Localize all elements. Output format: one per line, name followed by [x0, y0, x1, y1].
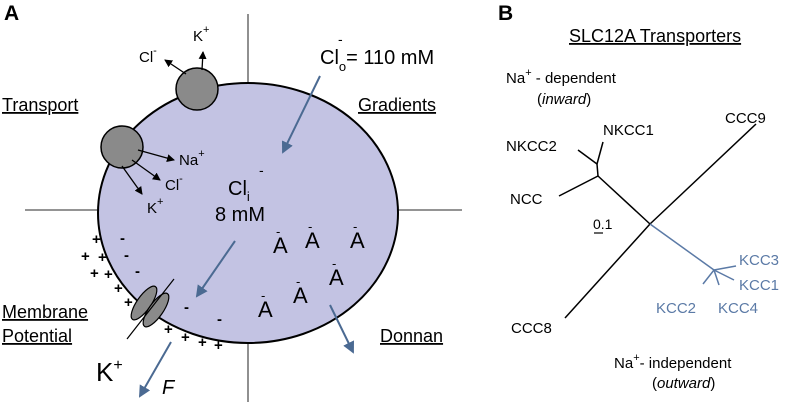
- leaf-kcc4: KCC4: [718, 300, 758, 317]
- cl-in-sup: -: [259, 162, 264, 178]
- scale-label: 0.1: [593, 216, 613, 232]
- plus-sign: +: [124, 294, 133, 311]
- leaf-kcc1: KCC1: [739, 277, 779, 294]
- plus-sign: +: [90, 265, 99, 282]
- plus-sign: +: [98, 249, 107, 266]
- leaf-ccc8: CCC8: [511, 320, 552, 337]
- minus-sign: -: [120, 230, 125, 247]
- cl-influx-arrow: [131, 159, 161, 181]
- anion-charge: -: [353, 219, 357, 234]
- branch-nkcc-clade: [597, 175, 651, 225]
- cl-gradient-arrow: [281, 75, 321, 154]
- minus-sign: -: [217, 311, 222, 328]
- kcc-cotransporter-icon: [175, 67, 219, 111]
- cl-out-sup: -: [338, 31, 343, 47]
- na-independent-label: Na+- independent: [614, 352, 732, 372]
- plus-sign: +: [92, 231, 101, 248]
- anion-label: A: [329, 265, 344, 290]
- anion-label: A: [305, 228, 320, 253]
- leaf-kcc2: KCC2: [656, 300, 696, 317]
- plus-sign: +: [164, 321, 173, 338]
- membrane-label-line1: Membrane: [2, 302, 88, 322]
- panel-a: A Transport Gradients Membrane Potential…: [2, 2, 462, 402]
- branch-kcc1: [713, 269, 735, 281]
- minus-sign: -: [184, 299, 189, 316]
- panel-b-letter: B: [498, 2, 513, 25]
- k-influx-arrow: [121, 165, 143, 195]
- panel-b-title: SLC12A Transporters: [569, 26, 741, 46]
- plus-sign: +: [104, 266, 113, 283]
- nkcc-cl-label: Cl-: [165, 173, 183, 194]
- leaf-nkcc1: NKCC1: [603, 122, 654, 139]
- plus-sign: +: [114, 280, 123, 297]
- anion-label: A: [273, 233, 288, 258]
- k-big-label: K+: [96, 357, 123, 387]
- transport-label: Transport: [2, 95, 78, 115]
- na-dependent-label: Na+ - dependent: [506, 67, 617, 87]
- na-independent-direction: (outward): [652, 375, 715, 392]
- positive-charges: + + + + + + + + + + +: [81, 231, 223, 354]
- nkcc-cotransporter-icon: [100, 125, 144, 169]
- plus-sign: +: [198, 334, 207, 351]
- cell-body: [97, 82, 399, 344]
- cl-efflux-gradient-arrow: [195, 240, 236, 298]
- cl-out-label: Clo= 110 mM: [320, 47, 434, 74]
- cl-efflux-arrow: [164, 59, 187, 75]
- cl-in-value: 8 mM: [215, 204, 265, 226]
- anion-label: A: [350, 228, 365, 253]
- donnan-label: Donnan: [380, 326, 443, 346]
- plus-sign: +: [181, 329, 190, 346]
- branch-nkcc-stem: [596, 163, 599, 177]
- branch-ccc9: [649, 123, 757, 225]
- plus-sign: +: [81, 248, 90, 265]
- branch-nkcc1: [596, 141, 604, 165]
- anion-charge: -: [332, 256, 336, 271]
- k-channel-pore: [126, 278, 175, 340]
- anion-label: A: [293, 283, 308, 308]
- branch-kcc2: [702, 269, 715, 285]
- leaf-ncc: NCC: [510, 191, 543, 208]
- membrane-label-line2: Potential: [2, 326, 72, 346]
- nkcc-k-label: K+: [147, 196, 163, 217]
- panel-b: B SLC12A Transporters Na+ - dependent (i…: [498, 2, 779, 392]
- branch-kcc-clade: [649, 223, 715, 271]
- branch-kcc4: [713, 269, 720, 286]
- tree-black-branches: [558, 123, 757, 319]
- k-efflux-arrow: [198, 51, 207, 71]
- leaf-nkcc2: NKCC2: [506, 138, 557, 155]
- branch-ncc: [558, 175, 599, 197]
- cl-in-label: Cli: [228, 178, 250, 204]
- flux-label: F: [162, 377, 176, 399]
- anion-charge: -: [261, 288, 265, 303]
- kcc-k-label: K+: [193, 24, 209, 45]
- nkcc-na-label: Na+: [179, 148, 205, 169]
- branch-ccc8: [564, 223, 651, 319]
- donnan-arrow: [329, 304, 354, 354]
- na-dependent-direction: (inward): [537, 91, 591, 108]
- negative-charges: - - - - -: [120, 230, 222, 328]
- anion-charge: -: [308, 219, 312, 234]
- leaf-ccc9: CCC9: [725, 110, 766, 127]
- minus-sign: -: [135, 263, 140, 280]
- anion-charge: -: [296, 274, 300, 289]
- branch-nkcc2: [577, 149, 598, 165]
- branch-kcc3: [713, 265, 737, 271]
- gradients-label: Gradients: [358, 95, 436, 115]
- tree-kcc-branches: [649, 223, 737, 286]
- k-channel-icon: [126, 278, 175, 340]
- anion-charge: -: [276, 224, 280, 239]
- leaf-kcc3: KCC3: [739, 252, 779, 269]
- anion-label: A: [258, 297, 273, 322]
- kcc-cl-label: Cl-: [139, 45, 157, 66]
- anion-group: A - A - A - A - A - A -: [258, 219, 365, 322]
- panel-a-letter: A: [4, 2, 19, 25]
- k-efflux-gradient-arrow: [139, 341, 172, 398]
- plus-sign: +: [214, 337, 223, 354]
- na-influx-arrow: [137, 149, 175, 162]
- minus-sign: -: [124, 247, 129, 264]
